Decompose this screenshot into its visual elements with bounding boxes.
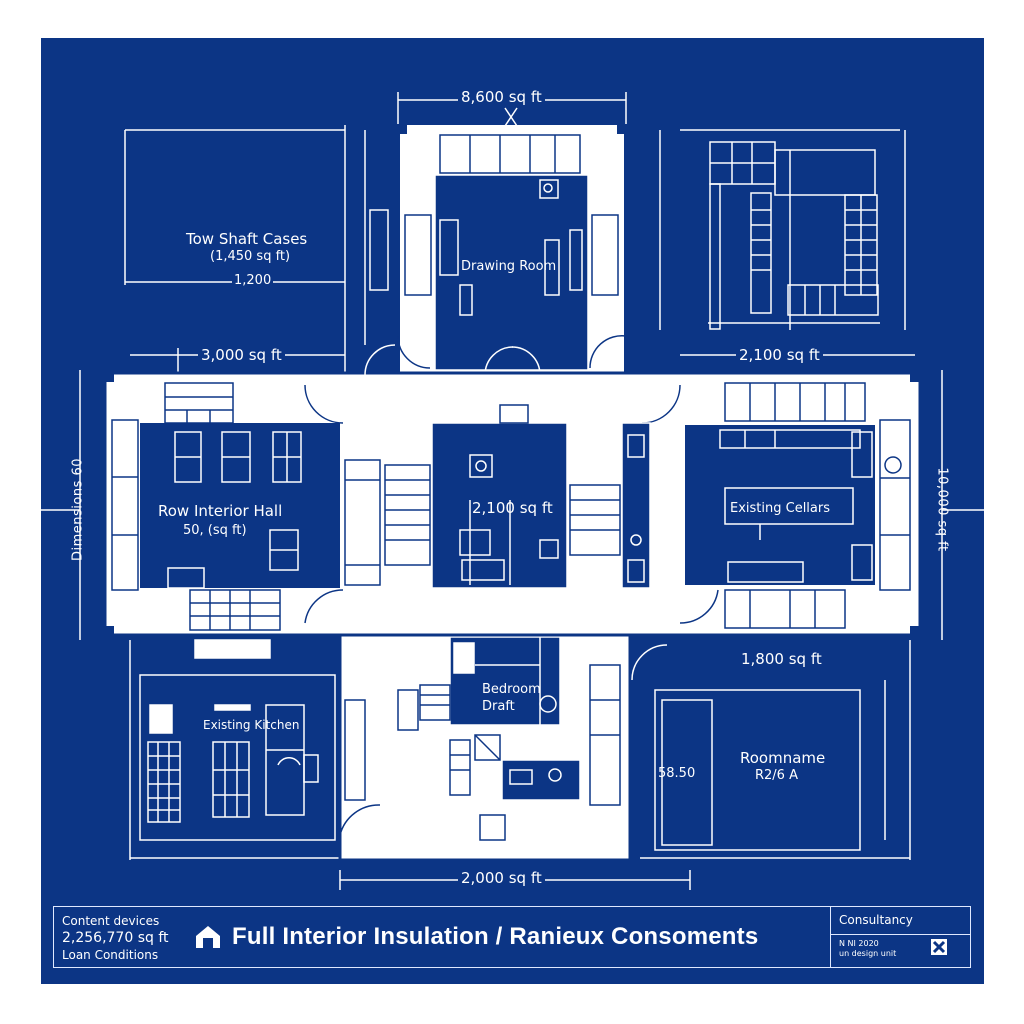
dim-lower-right: 1,800 sq ft [738,650,825,669]
room-center-name: 2,100 sq ft [472,499,553,517]
info-line-2: 2,256,770 sq ft [62,930,169,946]
info-line-3: Loan Conditions [62,948,159,962]
room-lower-left-name: Existing Kitchen [203,718,300,732]
dim-right-wing: 2,100 sq ft [736,346,823,365]
dim-left-wing: 3,000 sq ft [198,346,285,365]
dim-lower-right-side: 58.50 [658,766,696,781]
room-lower-center-area: Draft [482,699,515,714]
consultant-label: Consultancy [831,907,970,935]
room-lower-right-area: R2/6 A [755,768,798,783]
room-top-center-name: Drawing Room [461,259,557,274]
room-lower-center-name: Bedroom [482,682,541,697]
info-line-1: Content devices [62,914,160,928]
stamp-icon [931,939,947,955]
dim-top-left-span: 1,200 [232,273,274,289]
dim-left-vertical: Dimensions 60 [70,457,86,562]
title-block: Content devices 2,256,770 sq ft Loan Con… [53,906,971,968]
room-top-left-name: Tow Shaft Cases [186,230,308,248]
dim-right-vertical: 10,000 sq ft [934,467,950,552]
title-block-info: Content devices 2,256,770 sq ft Loan Con… [54,907,190,967]
house-icon [196,926,220,948]
room-top-left-area: (1,450 sq ft) [210,249,291,264]
stamp-note-2: un design unit [839,949,897,958]
dim-bottom-overall: 2,000 sq ft [458,869,545,888]
room-right-name: Existing Cellars [730,501,831,516]
dim-top-overall: 8,600 sq ft [458,88,545,107]
title-block-stamp: Consultancy N NI 2020 un design unit [830,907,970,967]
room-left-name: Row Interior Hall [158,502,283,520]
title-block-main: Full Interior Insulation / Ranieux Conso… [194,907,834,967]
room-left-area: 50, (sq ft) [183,523,247,538]
drawing-title: Full Interior Insulation / Ranieux Conso… [232,923,759,950]
stamp-note-1: N NI 2020 [839,939,879,948]
room-lower-right-name: Roomname [740,749,826,767]
